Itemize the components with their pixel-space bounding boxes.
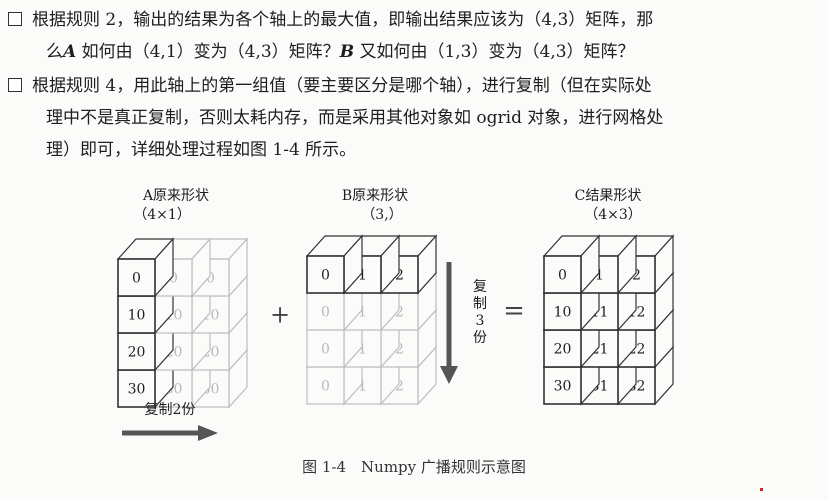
panel-a-cell-r0-c0-face [117,258,156,297]
checkbox-bullet-icon [8,78,22,92]
panel-c-title: C结果形状 [575,188,642,204]
bullet-2-text-2: 理中不是真正复制，否则太耗内存，而是采用其他对象如 ogrid 对象，进行网格处 [46,108,664,128]
panel-a-cell-r0-c2-value: 0 [206,271,215,287]
bullet-1-text-2b: 如何由（4,1）变为（4,3）矩阵？ [76,42,340,62]
variable-a: A [63,42,77,62]
panel-a-cell-r2-c0-face [117,332,156,371]
bullet-1-text-1: 根据规则 2，输出的结果为各个轴上的最大值，即输出结果应该为（4,3）矩阵，那 [32,10,654,30]
bullet-1: 根据规则 2，输出的结果为各个轴上的最大值，即输出结果应该为（4,3）矩阵，那 … [8,4,820,68]
bullet-2-line-1: 根据规则 4，用此轴上的第一组值（要主要区分是哪个轴），进行复制（但在实际处 [8,70,820,102]
panel-b-cell-r1-c2-value: 2 [395,305,404,321]
bullet-2: 根据规则 4，用此轴上的第一组值（要主要区分是哪个轴），进行复制（但在实际处 理… [8,70,820,166]
bullet-1-text-2a: 么 [46,42,63,62]
panel-b-cell-r2-c0-value: 0 [321,342,330,358]
copy-down-label-char-1: 制 [473,296,487,312]
panel-a-cell-r1-c0-face [117,295,156,334]
panel-a-shape: （4×1） [133,207,191,223]
panel-b-cell-r3-c0-value: 0 [321,379,330,395]
panel-c-cell-r0-c0-face [543,255,582,294]
equals-sign: = [503,296,525,326]
checkbox-bullet-icon [8,12,22,26]
panel-b-cell-r3-c0-face [306,366,345,405]
copy-right-arrow-head [198,425,218,441]
panel-a-cell-r1-c0-value: 10 [128,308,146,324]
copy-down-label-char-3: 份 [473,330,487,346]
panel-a-cell-r0-c0-value: 0 [132,271,141,287]
panel-b-cell-r0-c0-value: 0 [321,268,330,284]
bullet-2-text-3: 理）即可，详细处理过程如图 1-4 所示。 [46,140,357,160]
panel-a-cell-r2-c0-value: 20 [128,345,146,361]
panel-a-cell-r3-c0-value: 30 [128,382,146,398]
panel-b-cell-r1-c0-value: 0 [321,305,330,321]
panel-b-cell-r3-c1-value: 1 [358,379,367,395]
panel-c-cell-r1-c0-value: 10 [554,305,572,321]
panel-c-cell-r0-c2-value: 2 [632,268,641,284]
panel-c-cell-r2-c0-value: 20 [554,342,572,358]
bullet-2-text-1: 根据规则 4，用此轴上的第一组值（要主要区分是哪个轴），进行复制（但在实际处 [32,76,652,96]
bullet-2-line-3: 理）即可，详细处理过程如图 1-4 所示。 [8,134,820,166]
figure-caption: 图 1-4 Numpy 广播规则示意图 [302,458,526,476]
panel-b-shape: （3,） [361,207,402,223]
panel-b-cell-r2-c2-value: 2 [395,342,404,358]
panel-b-cell-r2-c1-value: 1 [358,342,367,358]
copy-right-label: 复制2份 [145,401,196,418]
panel-b-cell-r1-c1-value: 1 [358,305,367,321]
copy-down-label-char-0: 复 [473,278,487,295]
bullet-2-line-2: 理中不是真正复制，否则太耗内存，而是采用其他对象如 ogrid 对象，进行网格处 [8,102,820,134]
plus-sign: + [270,301,290,329]
red-dot-mark [760,488,763,491]
panel-b-cell-r0-c2-value: 2 [395,268,404,284]
panel-b-cell-r0-c1-value: 1 [358,268,367,284]
variable-b: B [339,42,355,62]
panel-c-cell-r3-c0-value: 30 [554,379,572,395]
panel-b-title: B原来形状 [342,188,408,204]
panel-a-cell-r3-c0-face [117,369,156,408]
copy-down-arrow-head [440,366,458,384]
panel-c-cell-r1-c0-face [543,292,582,331]
copy-down-label-char-2: 3 [476,313,485,329]
panel-c-cell-r0-c0-value: 0 [558,268,567,284]
panel-b-cell-r3-c2-value: 2 [395,379,404,395]
bullet-1-text-2c: 又如何由（1,3）变为（4,3）矩阵？ [354,42,635,62]
panel-c-cell-r0-c1-value: 1 [595,268,604,284]
panel-c-cell-r3-c0-face [543,366,582,405]
panel-b-cell-r0-c0-face [306,255,345,294]
panel-c-shape: （4×3） [584,207,642,223]
panel-a-cell-r0-c1-value: 0 [169,271,178,287]
bullet-1-line-2: 么A 如何由（4,1）变为（4,3）矩阵？B 又如何由（1,3）变为（4,3）矩… [8,36,820,68]
panel-b-cell-r2-c0-face [306,329,345,368]
bullet-1-line-1: 根据规则 2，输出的结果为各个轴上的最大值，即输出结果应该为（4,3）矩阵，那 [8,4,820,36]
panel-a-title: A原来形状 [142,188,209,204]
